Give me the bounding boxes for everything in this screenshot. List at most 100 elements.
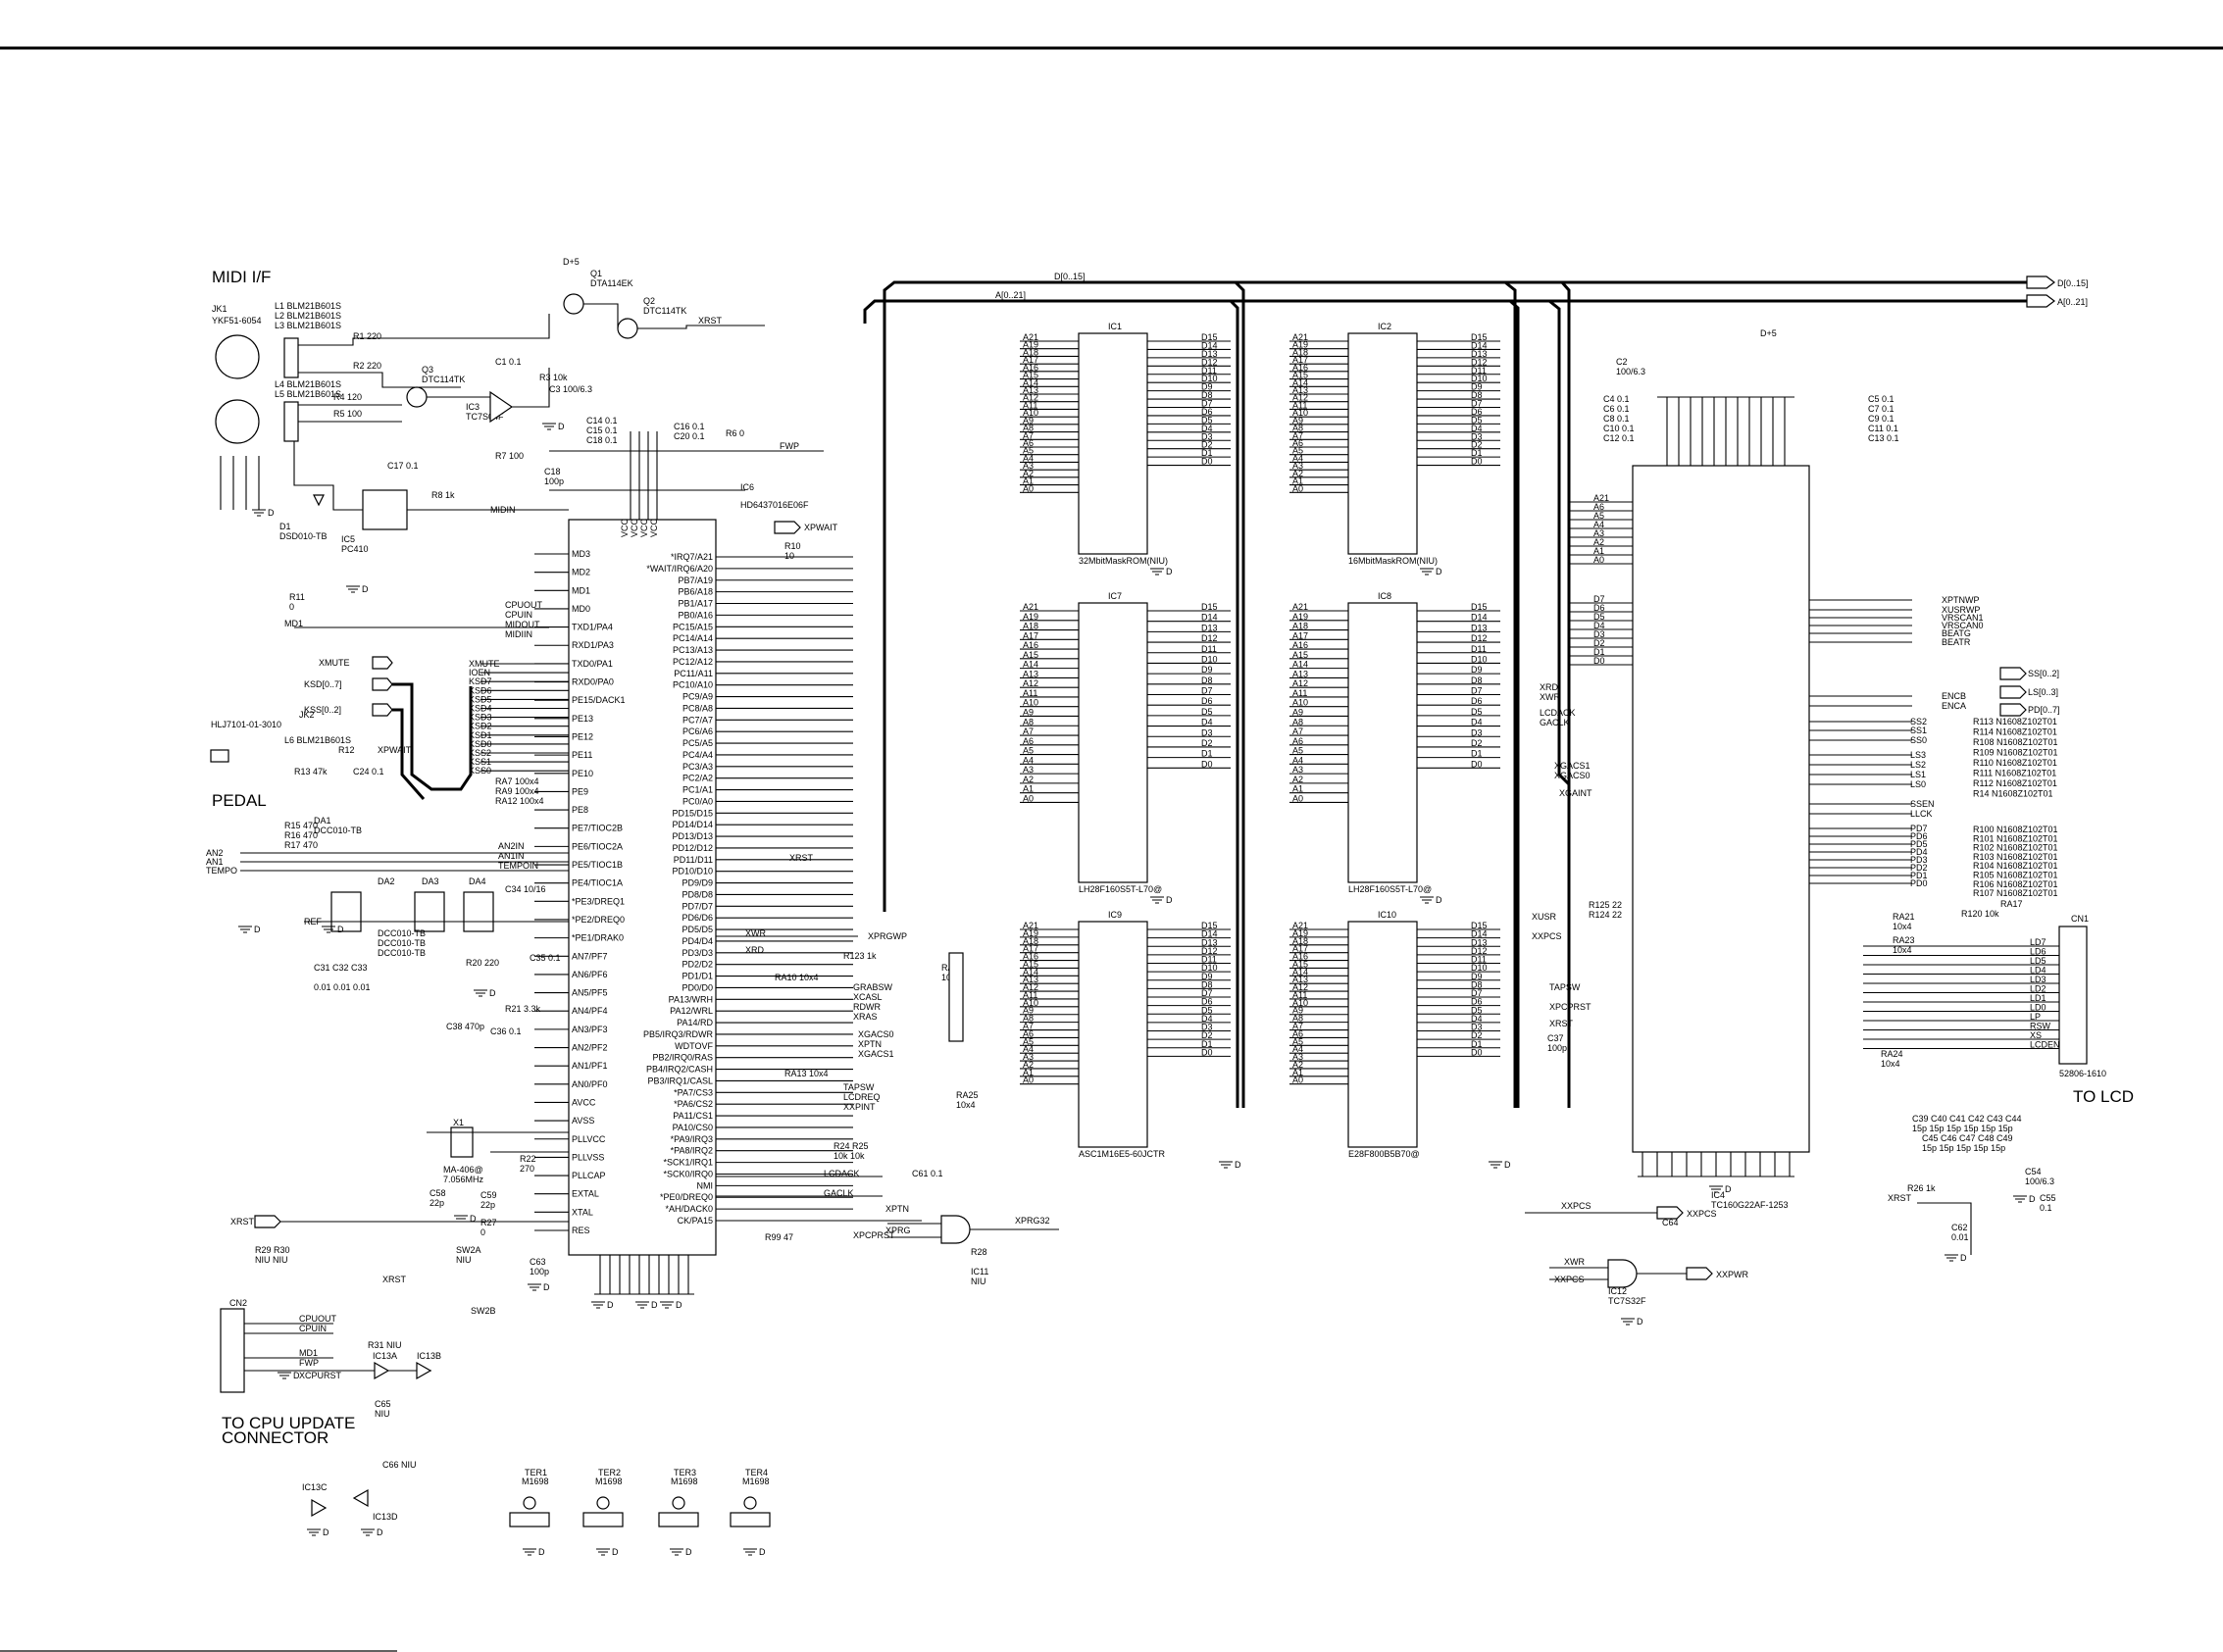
mem-data-label: D4 [1471, 718, 1483, 727]
mem-data-label: D10 [1201, 654, 1218, 664]
svg-text:RA24: RA24 [1881, 1049, 1903, 1059]
ter3-part: M1698 [671, 1477, 698, 1486]
fwp-signal: FWP [780, 441, 799, 451]
mem-data-label: D7 [1201, 399, 1213, 409]
ic6-left-pin-label: PE9 [572, 786, 588, 796]
svg-text:RA9 100x4: RA9 100x4 [495, 786, 539, 796]
ic6-left-pin-label: AVCC [572, 1097, 596, 1107]
ic4-signal-label: ENCA [1942, 701, 1966, 711]
mem-data-label: D13 [1201, 623, 1218, 632]
lcd-signal-label: LD6 [2030, 947, 2046, 957]
ic4-resistor-label: R110 N1608Z102T01 [1973, 758, 2057, 768]
mem-data-label: D8 [1201, 676, 1213, 685]
mem-data-label: D15 [1471, 921, 1488, 930]
ic4-port-label: LS[0..3] [2028, 687, 2058, 697]
ic4-signal-label: PD2 [1910, 863, 1928, 873]
ic7-chip: IC7LH28F160S5T-L70@A21A19A18A17A16A15A14… [1020, 591, 1231, 894]
svg-text:RA21: RA21 [1893, 912, 1915, 922]
mem-addr-label: A0 [1023, 483, 1034, 493]
mem-addr-label: A16 [1023, 640, 1038, 650]
svg-text:C38 470p: C38 470p [446, 1022, 484, 1031]
ic4-signal-label: PD1 [1910, 871, 1928, 880]
test-terminals: TER1 M1698 TER2 M1698 TER3 M1698 TER4 M1… [509, 1468, 771, 1527]
ic6-right-pin-label: PA13/WRH [669, 994, 713, 1004]
mem-data-label: D8 [1201, 979, 1213, 989]
svg-text:C16 0.1: C16 0.1 [674, 422, 705, 431]
svg-text:0: 0 [480, 1227, 485, 1237]
mem-data-label: D4 [1471, 424, 1483, 433]
svg-text:R3 10k: R3 10k [539, 373, 568, 382]
xwr-label: XWR [745, 928, 766, 938]
ic4-signal-label: SS0 [1910, 735, 1927, 745]
midi-out-jack-icon [215, 334, 260, 379]
an2-label: AN2 [206, 848, 224, 858]
mem-addr-label: A5 [1023, 1036, 1034, 1046]
ic6-right-pin-label: PA11/CS1 [673, 1111, 713, 1121]
ic4-label: IC4 [1711, 1190, 1725, 1200]
ic10-part: E28F800B5B70@ [1348, 1149, 1420, 1159]
ic4-left-signal: A6 [1593, 502, 1604, 512]
ic6-right-pin-label: PB1/A17 [678, 599, 713, 609]
mem-data-label: D1 [1471, 1039, 1483, 1049]
ground-label: D [1166, 567, 1173, 576]
ground-label: D [293, 1371, 300, 1380]
rdwr-label: GRABSW [853, 982, 893, 992]
key-signal-label: KSS2 [469, 748, 491, 758]
ic6-left-pin-label: AN0/PF0 [572, 1079, 608, 1089]
svg-text:R12: R12 [338, 745, 355, 755]
mem-data-label: D13 [1471, 349, 1488, 359]
ic6-left-pin-label: RXD0/PA0 [572, 677, 614, 687]
mem-addr-label: A8 [1292, 424, 1303, 433]
ic4-gaclk: XPCPRST [1549, 1002, 1591, 1012]
ic6-right-pin-label: PC11/A11 [674, 669, 713, 678]
ic4-resistor-label: R113 N1608Z102T01 [1973, 717, 2057, 726]
mem-addr-label: A9 [1023, 707, 1034, 717]
lcd-signal-label: LD2 [2030, 984, 2046, 994]
supply-ic4: D+5 [1760, 328, 1777, 338]
mem-data-label: D6 [1471, 407, 1483, 417]
ic4-bottom-pins [1638, 1152, 1794, 1177]
clock-reset: X1 MA-406@ 7.056MHz R22 270 C58 22p C59 … [230, 1118, 569, 1316]
xxpwr-out-label: XXPWR [1716, 1270, 1749, 1279]
ic6-right-pin-label: *AH/DACK0 [665, 1204, 713, 1214]
mem-data-label: D9 [1471, 382, 1483, 392]
lcdreq-label: LCDACK [824, 1169, 860, 1178]
svg-text:C12 0.1: C12 0.1 [1603, 433, 1635, 443]
svg-text:R7 100: R7 100 [495, 451, 524, 461]
ic6-right-pin-label: PD10/D10 [672, 867, 713, 876]
mem-addr-label: A12 [1292, 393, 1308, 403]
mem-addr-label: A6 [1292, 736, 1303, 746]
jk1-label: JK1 [212, 304, 227, 314]
svg-text:10x4: 10x4 [1881, 1059, 1900, 1069]
svg-text:C18: C18 [544, 467, 561, 476]
ic6-right-pin-label: PB5/IRQ3/RDWR [643, 1029, 714, 1039]
svg-text:22p: 22p [480, 1200, 495, 1210]
mem-addr-label: A9 [1292, 707, 1303, 717]
mem-data-label: D8 [1201, 390, 1213, 400]
svg-text:C59: C59 [480, 1190, 497, 1200]
ic6-right-pin-label: PD3/D3 [682, 948, 713, 958]
svg-text:XPTN: XPTN [885, 1204, 909, 1214]
ic5-part: PC410 [341, 544, 369, 554]
svg-text:L6 BLM21B601S: L6 BLM21B601S [284, 735, 351, 745]
mem-data-label: D2 [1471, 1030, 1483, 1040]
mem-addr-label: A3 [1023, 765, 1034, 775]
mem-data-label: D5 [1201, 1005, 1213, 1015]
svg-text:R124 22: R124 22 [1589, 910, 1622, 920]
mem-addr-label: A9 [1023, 1006, 1034, 1016]
mem-addr-label: A12 [1023, 393, 1038, 403]
xrst-label2: XRST [382, 1275, 407, 1284]
mem-addr-label: A8 [1023, 424, 1034, 433]
xgacs1-label: XGACS1 [858, 1049, 894, 1059]
svg-text:C7 0.1: C7 0.1 [1868, 404, 1895, 414]
svg-text:R15 470: R15 470 [284, 821, 318, 830]
mem-data-label: D6 [1201, 696, 1213, 706]
d1-part: DSD010-TB [279, 531, 328, 541]
mem-addr-label: A4 [1292, 453, 1303, 463]
mem-addr-label: A8 [1292, 1014, 1303, 1024]
cpu-update-connector: CN2 CPUOUT CPUIN MD1 FWP XCPURST IC13A I… [220, 1245, 441, 1522]
mem-addr-label: A10 [1292, 698, 1308, 708]
data-bus-label: D[0..15] [1054, 272, 1086, 281]
svg-text:10x4: 10x4 [1893, 945, 1912, 955]
mem-addr-label: A8 [1023, 1014, 1034, 1024]
